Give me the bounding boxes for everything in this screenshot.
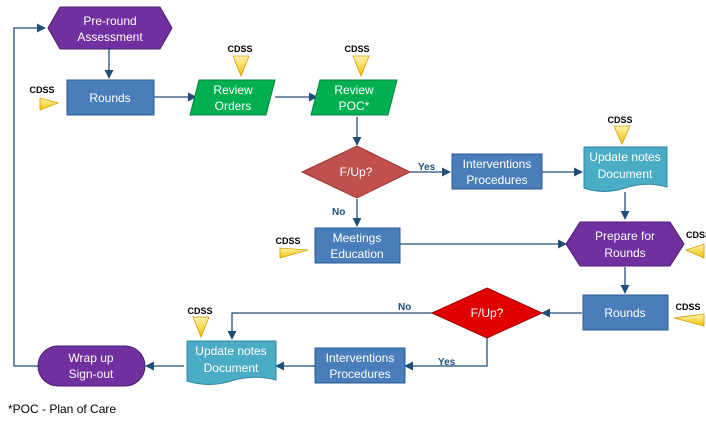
edge-label-no-bottom: No <box>398 302 411 313</box>
cdss-pointer-icon <box>352 55 370 78</box>
node-meetings-education: Meetings Education <box>314 227 401 264</box>
update-notes-bottom-line1: Update notes <box>195 344 266 358</box>
wrap-up-line2: Sign-out <box>69 367 114 381</box>
node-pre-round-assessment: Pre-round Assessment <box>47 6 173 50</box>
interventions-bottom-line2: Procedures <box>329 367 390 381</box>
node-fup-bottom: F/Up? <box>430 287 544 339</box>
cdss-marker-update-notes-bottom: CDSS <box>187 306 213 339</box>
pre-round-line2: Assessment <box>77 30 143 44</box>
meetings-line2: Education <box>330 247 383 261</box>
cdss-label: CDSS <box>686 230 706 240</box>
cdss-marker-update-notes-top: CDSS <box>607 115 633 145</box>
node-review-poc: Review POC* <box>310 79 398 116</box>
node-review-orders: Review Orders <box>189 79 276 116</box>
cdss-marker-prepare: CDSS <box>684 230 706 259</box>
review-orders-line1: Review <box>213 83 253 97</box>
edges <box>13 23 630 371</box>
fup-bottom-label: F/Up? <box>471 306 504 320</box>
cdss-label: CDSS <box>29 85 54 95</box>
meetings-line1: Meetings <box>333 231 382 245</box>
cdss-label: CDSS <box>675 302 700 312</box>
edge-loop-back <box>13 23 46 367</box>
update-notes-top-line1: Update notes <box>589 150 660 164</box>
node-update-notes-bottom: Update notes Document <box>186 340 277 385</box>
cdss-marker-rounds-top: CDSS <box>29 85 60 111</box>
interventions-top-line2: Procedures <box>466 173 527 187</box>
rounds-top-label: Rounds <box>89 91 130 105</box>
rounds-bottom-label: Rounds <box>604 306 645 320</box>
node-rounds-top: Rounds <box>66 79 155 116</box>
node-interventions-bottom: Interventions Procedures <box>314 347 406 384</box>
cdss-marker-meetings: CDSS <box>275 236 309 259</box>
edge-fup-interventions-yes <box>404 338 488 371</box>
cdss-marker-review-orders: CDSS <box>227 44 253 78</box>
cdss-marker-rounds-bottom: CDSS <box>673 302 705 327</box>
cdss-label: CDSS <box>344 44 369 54</box>
cdss-pointer-icon <box>39 97 60 111</box>
footnote: *POC - Plan of Care <box>8 402 116 416</box>
edge-label-yes-top: Yes <box>418 162 436 173</box>
prepare-line1: Prepare for <box>595 229 655 243</box>
edge-label-no-top: No <box>332 207 345 218</box>
review-poc-line2: POC* <box>339 99 370 113</box>
interventions-bottom-line1: Interventions <box>326 351 395 365</box>
cdss-pointer-icon <box>279 247 309 259</box>
review-poc-line1: Review <box>334 83 374 97</box>
node-fup-top: F/Up? <box>300 145 412 199</box>
cdss-pointer-icon <box>684 243 705 259</box>
fup-top-label: F/Up? <box>340 165 373 179</box>
edge-fup-notes-no <box>227 312 432 340</box>
cdss-pointer-icon <box>613 125 631 145</box>
cdss-label: CDSS <box>187 306 212 316</box>
node-rounds-bottom: Rounds <box>582 294 669 331</box>
interventions-top-line1: Interventions <box>463 157 532 171</box>
cdss-pointer-icon <box>673 313 705 327</box>
edge-label-yes-bottom: Yes <box>438 357 456 368</box>
cdss-marker-review-poc: CDSS <box>344 44 370 78</box>
cdss-pointer-icon <box>192 316 210 339</box>
node-update-notes-top: Update notes Document <box>583 146 668 192</box>
update-notes-top-line2: Document <box>598 167 653 181</box>
update-notes-bottom-line2: Document <box>204 361 259 375</box>
node-interventions-top: Interventions Procedures <box>451 153 543 190</box>
review-orders-line2: Orders <box>215 99 252 113</box>
cdss-label: CDSS <box>275 236 300 246</box>
pre-round-line1: Pre-round <box>83 14 136 28</box>
node-wrap-up: Wrap up Sign-out <box>37 345 146 387</box>
cdss-label: CDSS <box>227 44 252 54</box>
cdss-pointer-icon <box>232 55 250 78</box>
wrap-up-line1: Wrap up <box>68 351 113 365</box>
prepare-line2: Rounds <box>604 246 645 260</box>
cdss-label: CDSS <box>607 115 632 125</box>
node-prepare-for-rounds: Prepare for Rounds <box>565 221 685 267</box>
